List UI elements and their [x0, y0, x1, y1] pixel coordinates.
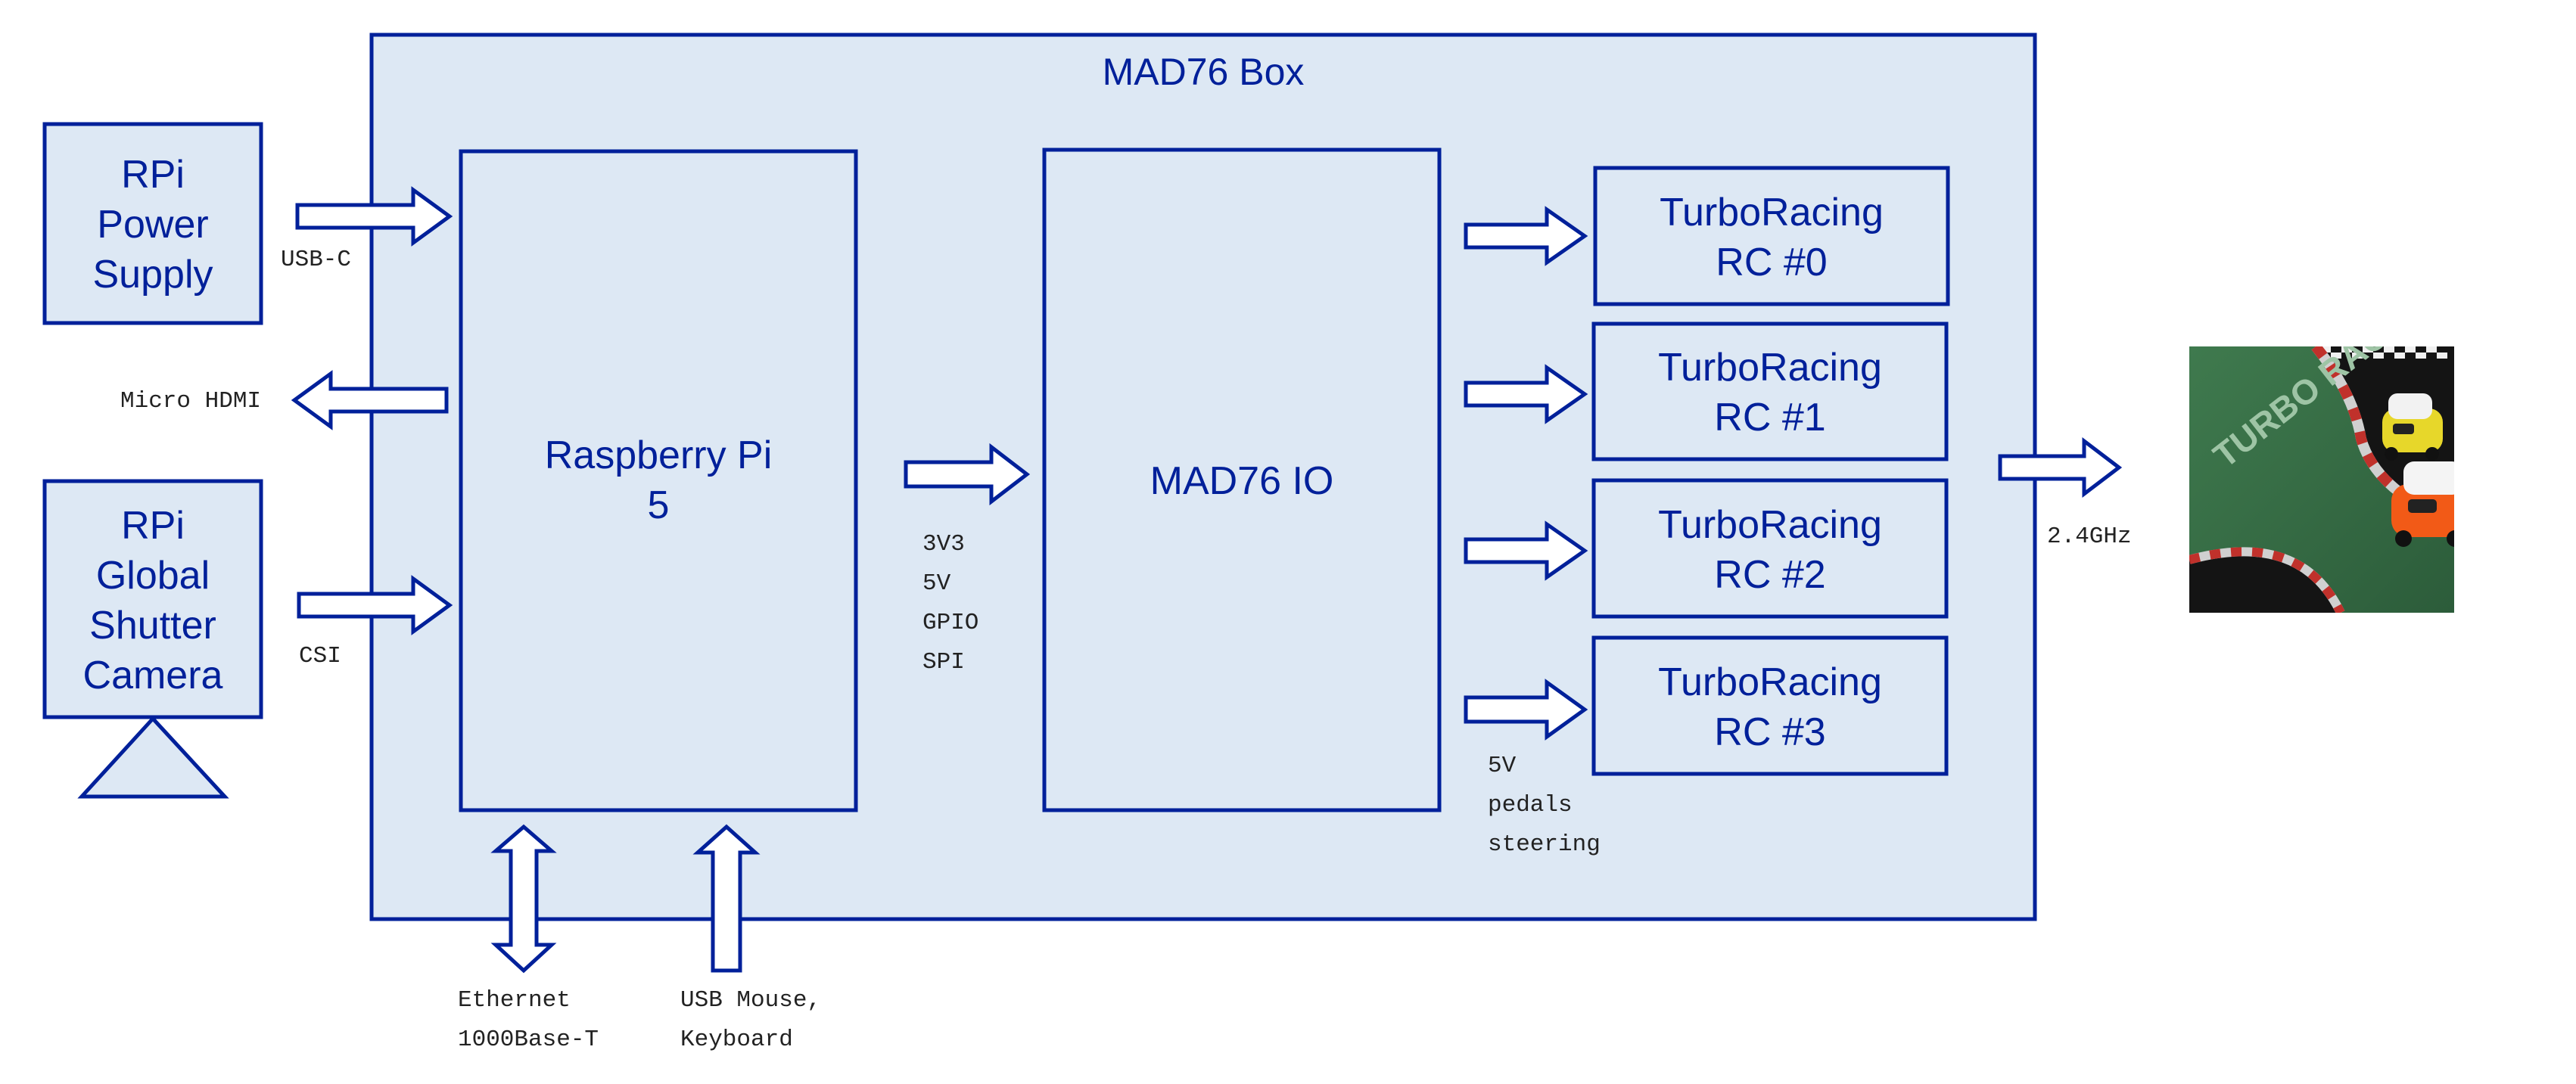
rc-io-label-5v: 5V [1488, 753, 1517, 779]
mad76-io-label: MAD76 IO [1150, 459, 1334, 503]
orange-car-icon [2391, 461, 2454, 547]
pi-to-io-arrow-icon [904, 443, 1031, 506]
raspberry-pi-block: Raspberry Pi 5 [459, 149, 858, 812]
power-supply-line2: Power [97, 203, 208, 247]
rc-unit-1-line1: TurboRacing [1658, 346, 1882, 390]
rc-unit-3-line1: TurboRacing [1658, 660, 1882, 704]
usb-arrow-icon [692, 824, 761, 973]
pi-io-label-spi: SPI [922, 649, 965, 676]
hdmi-arrow-icon [291, 370, 449, 430]
camera-stand-icon [77, 716, 229, 799]
usb-label-line2: Keyboard [680, 1027, 793, 1053]
radio-label: 2.4GHz [2047, 523, 2132, 550]
rc-unit-0-line1: TurboRacing [1660, 191, 1884, 235]
rc-unit-3: TurboRacing RC #3 [1591, 635, 1949, 776]
usb-label-line1: USB Mouse, [680, 987, 821, 1014]
usbc-arrow-icon [295, 186, 453, 247]
usbc-label: USB-C [281, 247, 351, 273]
csi-label: CSI [299, 643, 341, 669]
mad76-box-title: MAD76 Box [1103, 51, 1305, 93]
rc-unit-0: TurboRacing RC #0 [1593, 166, 1950, 306]
io-to-rc0-arrow-icon [1464, 206, 1588, 266]
rc-unit-2: TurboRacing RC #2 [1591, 478, 1949, 619]
power-supply-block: RPi Power Supply [42, 122, 263, 325]
rc-unit-1: TurboRacing RC #1 [1591, 321, 1949, 461]
pi-io-label-gpio: GPIO [922, 610, 978, 636]
camera-block: RPi Global Shutter Camera [42, 479, 263, 799]
io-to-rc1-arrow-icon [1464, 364, 1588, 424]
ethernet-arrow-icon [490, 824, 557, 974]
io-to-rc3-arrow-icon [1464, 679, 1588, 741]
power-supply-line1: RPi [121, 153, 185, 197]
csi-arrow-icon [297, 575, 453, 635]
pi-io-label-3v3: 3V3 [922, 531, 965, 558]
mad76-io-block: MAD76 IO [1042, 148, 1442, 812]
radio-arrow-icon [1998, 436, 2123, 499]
camera-line3: Shutter [89, 604, 216, 648]
rc-io-label-steering: steering [1488, 831, 1601, 858]
ethernet-label-line2: 1000Base-T [458, 1027, 599, 1053]
io-to-rc2-arrow-icon [1464, 520, 1588, 581]
rc-unit-0-line2: RC #0 [1716, 241, 1827, 284]
raspberry-pi-line2: 5 [648, 483, 670, 527]
rc-unit-2-line1: TurboRacing [1658, 503, 1882, 547]
rc-unit-1-line2: RC #1 [1714, 396, 1825, 440]
rc-unit-2-line2: RC #2 [1714, 553, 1825, 597]
rc-io-label-pedals: pedals [1488, 792, 1573, 818]
camera-line2: Global [96, 554, 210, 598]
hdmi-label: Micro HDMI [120, 388, 261, 415]
rc-unit-3-line2: RC #3 [1714, 710, 1825, 754]
camera-line1: RPi [121, 504, 185, 548]
pi-io-label-5v: 5V [922, 570, 951, 597]
rc-cars-photo: TURBO RACING [2189, 346, 2454, 613]
power-supply-line3: Supply [93, 253, 213, 297]
raspberry-pi-line1: Raspberry Pi [545, 433, 773, 477]
ethernet-label-line1: Ethernet [458, 987, 571, 1014]
camera-line4: Camera [83, 654, 223, 697]
yellow-car-icon [2382, 393, 2443, 461]
